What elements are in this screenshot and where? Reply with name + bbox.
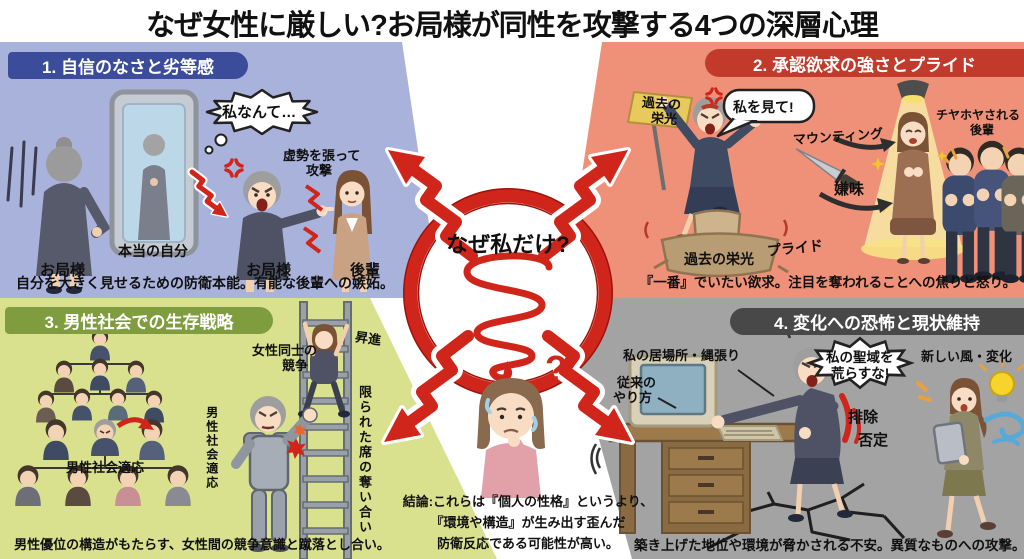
thought-bubble xyxy=(204,88,319,155)
bluff-attack-label-line1: 虚勢を張って xyxy=(283,148,361,163)
female-rivalry-label-line1: 女性同士の xyxy=(252,343,318,358)
praised-junior xyxy=(871,112,948,264)
quadrant4-heading: 4. 変化への恐怖と現状維持 xyxy=(730,308,1024,335)
glory-flag-label-line2: 栄光 xyxy=(650,110,678,127)
quadrant3-caption: 男性優位の構造がもたらす、女性間の競争意識と蹴落とし合い。 xyxy=(14,537,390,552)
conclusion-text: 結論:これらは『個人の性格』というより、 『環境や構造』が生み出す歪んだ 防衛反… xyxy=(385,492,671,554)
conclusion-line2: 『環境や構造』が生み出す歪んだ xyxy=(430,514,626,530)
exclusion-label: 排除 xyxy=(848,409,879,426)
rejection-strokes xyxy=(839,393,861,444)
question-mark-label: ? xyxy=(545,348,567,389)
stump xyxy=(644,209,789,278)
bluff-attack-label-line2: 攻撃 xyxy=(306,163,333,178)
quadrant3-heading: 3. 男性社会での生存戦略 xyxy=(5,307,273,334)
sanctuary-label-line1: 私の聖域を xyxy=(826,350,894,365)
speed-lines xyxy=(6,140,38,208)
speech-bubble xyxy=(716,88,816,138)
denial-label: 否定 xyxy=(858,432,889,449)
look-at-me-label: 私を見て! xyxy=(733,99,794,115)
armored-woman xyxy=(231,396,318,552)
quadrant4-illustration xyxy=(590,322,1024,550)
otsubone-back-view xyxy=(36,137,111,294)
quadrant2-caption: 『一番』でいたい欲求。注目を奪われることへの焦りと怒り。 xyxy=(639,275,1017,290)
junior-woman xyxy=(332,170,372,292)
male-society-adaptation-side-label: 男性社会適応 xyxy=(204,406,219,490)
true-self-label: 本当の自分 xyxy=(118,243,188,259)
quadrant2-illustration xyxy=(626,80,1024,284)
quadrant2-heading: 2. 承認欲求の強さとプライド xyxy=(705,49,1024,77)
quadrant3-heading-text: 3. 男性社会での生存戦略 xyxy=(44,313,234,332)
female-rivalry-label-line2: 競争 xyxy=(282,358,309,373)
quadrant2-heading-text: 2. 承認欲求の強さとプライド xyxy=(753,55,976,75)
praised-junior-label-line2: 後輩 xyxy=(970,123,995,137)
new-wind-label: 新しい風・変化 xyxy=(921,349,1013,364)
newcomer-woman xyxy=(916,378,996,538)
old-way-label-line1: 従来の xyxy=(617,375,657,390)
center-question-label: なぜ私だけ? xyxy=(446,232,570,257)
tornado-spiral-icon xyxy=(463,252,553,395)
quadrant1-heading-text: 1. 自信のなさと劣等感 xyxy=(42,58,214,77)
otsubone-left-label: お局様 xyxy=(40,262,86,279)
quadrant3-illustration xyxy=(15,301,352,559)
otsubone-right-label: お局様 xyxy=(246,262,292,279)
praised-junior-label-line1: チヤホヤされる xyxy=(936,108,1021,122)
lightning-icons xyxy=(302,184,324,254)
quadrant1-illustration xyxy=(6,88,372,294)
lightbulb-icon xyxy=(978,356,1024,402)
limited-seats-label: 限られた席の奪い合い xyxy=(356,385,372,535)
page-title: なぜ女性に厳しい?お局様が同性を攻撃する4つの深層心理 xyxy=(146,10,879,42)
retro-computer-desk xyxy=(590,354,816,534)
quadrant4-caption: 築き上げた地位や環境が脅かされる不安。異質なものへの攻撃。 xyxy=(634,538,1024,553)
quadrant4-heading-text: 4. 変化への恐怖と現状維持 xyxy=(774,314,980,333)
sanctuary-label-line2: 荒らすな! xyxy=(831,366,890,381)
climbing-woman xyxy=(298,321,350,418)
org-chart-otsubone xyxy=(91,419,119,456)
pointer-lines xyxy=(657,369,775,409)
territory-label: 私の居場所・縄張り xyxy=(623,348,741,363)
org-chart xyxy=(15,328,191,506)
sarcasm-label: 嫌味 xyxy=(834,181,865,198)
male-society-adaptation-chart-label: 男性社会適応 xyxy=(66,460,145,475)
conclusion-line3: 防衛反応である可能性が高い。 xyxy=(437,535,619,551)
mounting-knife xyxy=(795,148,859,191)
otsubone-guarding-desk xyxy=(711,322,853,522)
thought-bubble-label: 私なんて… xyxy=(222,104,297,121)
mirror xyxy=(109,89,199,257)
old-way-label-line2: やり方 xyxy=(613,390,653,405)
junior-label: 後輩 xyxy=(350,262,381,279)
swoosh-arrows xyxy=(818,135,896,213)
stump-glory-label: 過去の栄光 xyxy=(684,251,754,267)
quadrant1-caption: 自分を大きく見せるための防衛本能。有能な後輩への嫉妬。 xyxy=(16,275,394,291)
otsubone-on-stump xyxy=(657,96,761,242)
conclusion-line1: 結論:これらは『個人の性格』というより、 xyxy=(402,494,654,509)
quadrant1-heading: 1. 自信のなさと劣等感 xyxy=(8,52,248,79)
worried-woman xyxy=(477,378,545,498)
